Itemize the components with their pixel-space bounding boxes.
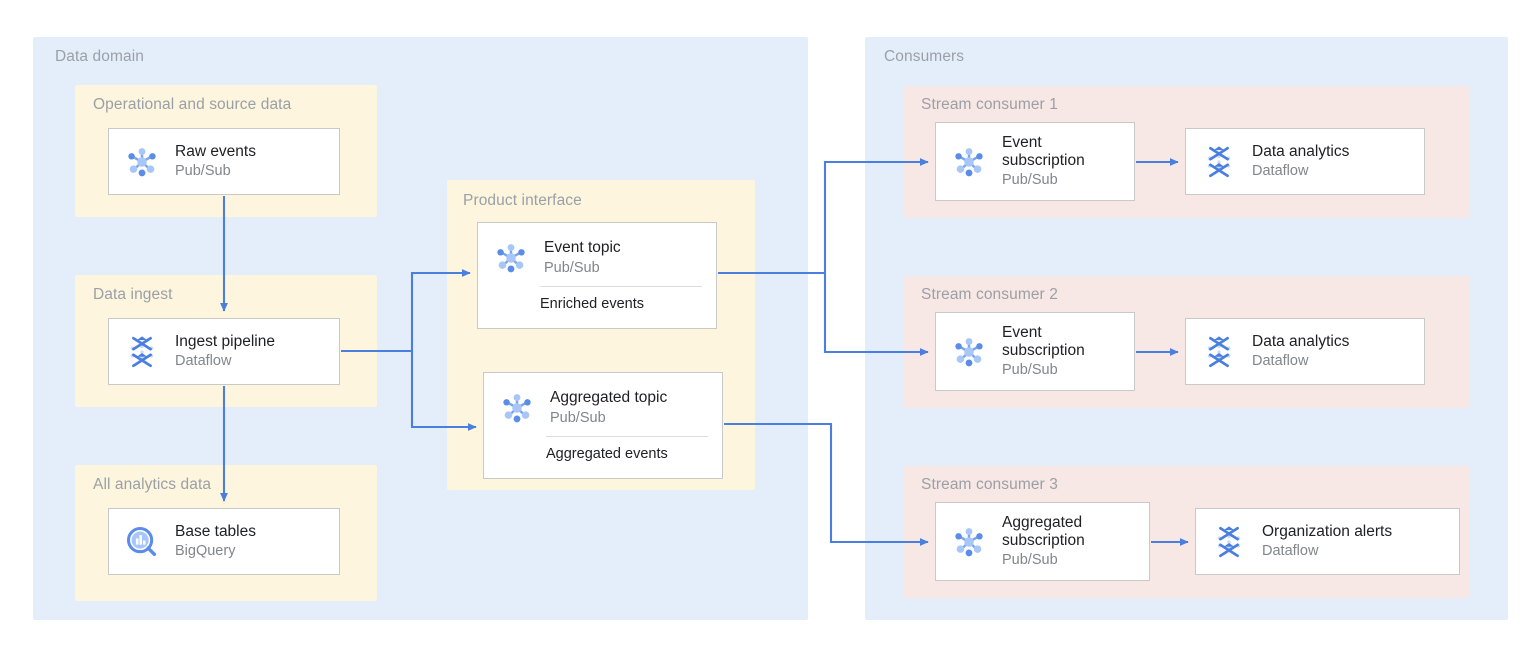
card-organization-alerts[interactable]: Organization alerts Dataflow	[1195, 508, 1460, 575]
card-title: Event subscription	[1002, 323, 1085, 359]
card-service: Pub/Sub	[550, 409, 606, 426]
card-service: Pub/Sub	[1002, 552, 1058, 569]
card-title: Base tables	[175, 522, 256, 540]
bigquery-icon	[123, 523, 161, 561]
card-data-analytics-2[interactable]: Data analytics Dataflow	[1185, 318, 1425, 385]
card-divider	[546, 436, 708, 437]
dataflow-icon	[1210, 523, 1248, 561]
card-title: Data analytics	[1252, 332, 1350, 350]
card-service: BigQuery	[175, 543, 236, 560]
card-event-topic[interactable]: Event topic Pub/Sub Enriched events	[477, 222, 717, 329]
zone-stream-consumer-3-label: Stream consumer 3	[921, 476, 1058, 493]
card-base-tables[interactable]: Base tables BigQuery	[108, 508, 340, 575]
card-title: Aggregated subscription	[1002, 513, 1085, 549]
card-service: Pub/Sub	[1002, 362, 1058, 379]
card-service: Dataflow	[1252, 163, 1309, 180]
card-title: Event subscription	[1002, 133, 1085, 169]
zone-stream-consumer-1-label: Stream consumer 1	[921, 96, 1058, 113]
card-service: Dataflow	[1252, 353, 1309, 370]
dataflow-icon	[123, 333, 161, 371]
card-aggregated-topic[interactable]: Aggregated topic Pub/Sub Aggregated even…	[483, 372, 723, 479]
card-event-subscription-2[interactable]: Event subscription Pub/Sub	[935, 312, 1135, 391]
card-footer: Enriched events	[540, 296, 644, 312]
card-divider	[540, 286, 702, 287]
card-service: Dataflow	[1262, 543, 1319, 560]
pubsub-icon	[950, 333, 988, 371]
card-title: Event topic	[544, 239, 621, 257]
card-title: Aggregated topic	[550, 389, 668, 407]
card-service: Pub/Sub	[1002, 172, 1058, 189]
card-aggregated-subscription-3[interactable]: Aggregated subscription Pub/Sub	[935, 502, 1150, 581]
dataflow-icon	[1200, 333, 1238, 371]
pubsub-icon	[492, 239, 530, 277]
card-event-subscription-1[interactable]: Event subscription Pub/Sub	[935, 122, 1135, 201]
zone-data-ingest-label: Data ingest	[93, 286, 173, 303]
card-service: Pub/Sub	[175, 163, 231, 180]
card-ingest-pipeline[interactable]: Ingest pipeline Dataflow	[108, 318, 340, 385]
card-title: Data analytics	[1252, 142, 1350, 160]
dataflow-icon	[1200, 143, 1238, 181]
card-title: Raw events	[175, 142, 256, 160]
card-service: Dataflow	[175, 353, 232, 370]
zone-stream-consumer-2-label: Stream consumer 2	[921, 286, 1058, 303]
card-footer: Aggregated events	[546, 446, 668, 462]
card-title: Organization alerts	[1262, 522, 1393, 540]
zone-consumers-label: Consumers	[884, 48, 965, 65]
card-raw-events[interactable]: Raw events Pub/Sub	[108, 128, 340, 195]
card-data-analytics-1[interactable]: Data analytics Dataflow	[1185, 128, 1425, 195]
zone-data-domain-label: Data domain	[55, 48, 144, 65]
card-service: Pub/Sub	[544, 259, 600, 276]
zone-all-analytics-data-label: All analytics data	[93, 476, 212, 493]
zone-product-interface-label: Product interface	[463, 192, 582, 209]
pubsub-icon	[123, 143, 161, 181]
card-title: Ingest pipeline	[175, 332, 275, 350]
pubsub-icon	[950, 143, 988, 181]
pubsub-icon	[950, 523, 988, 561]
zone-operational-source-data-label: Operational and source data	[93, 96, 292, 113]
pubsub-icon	[498, 389, 536, 427]
